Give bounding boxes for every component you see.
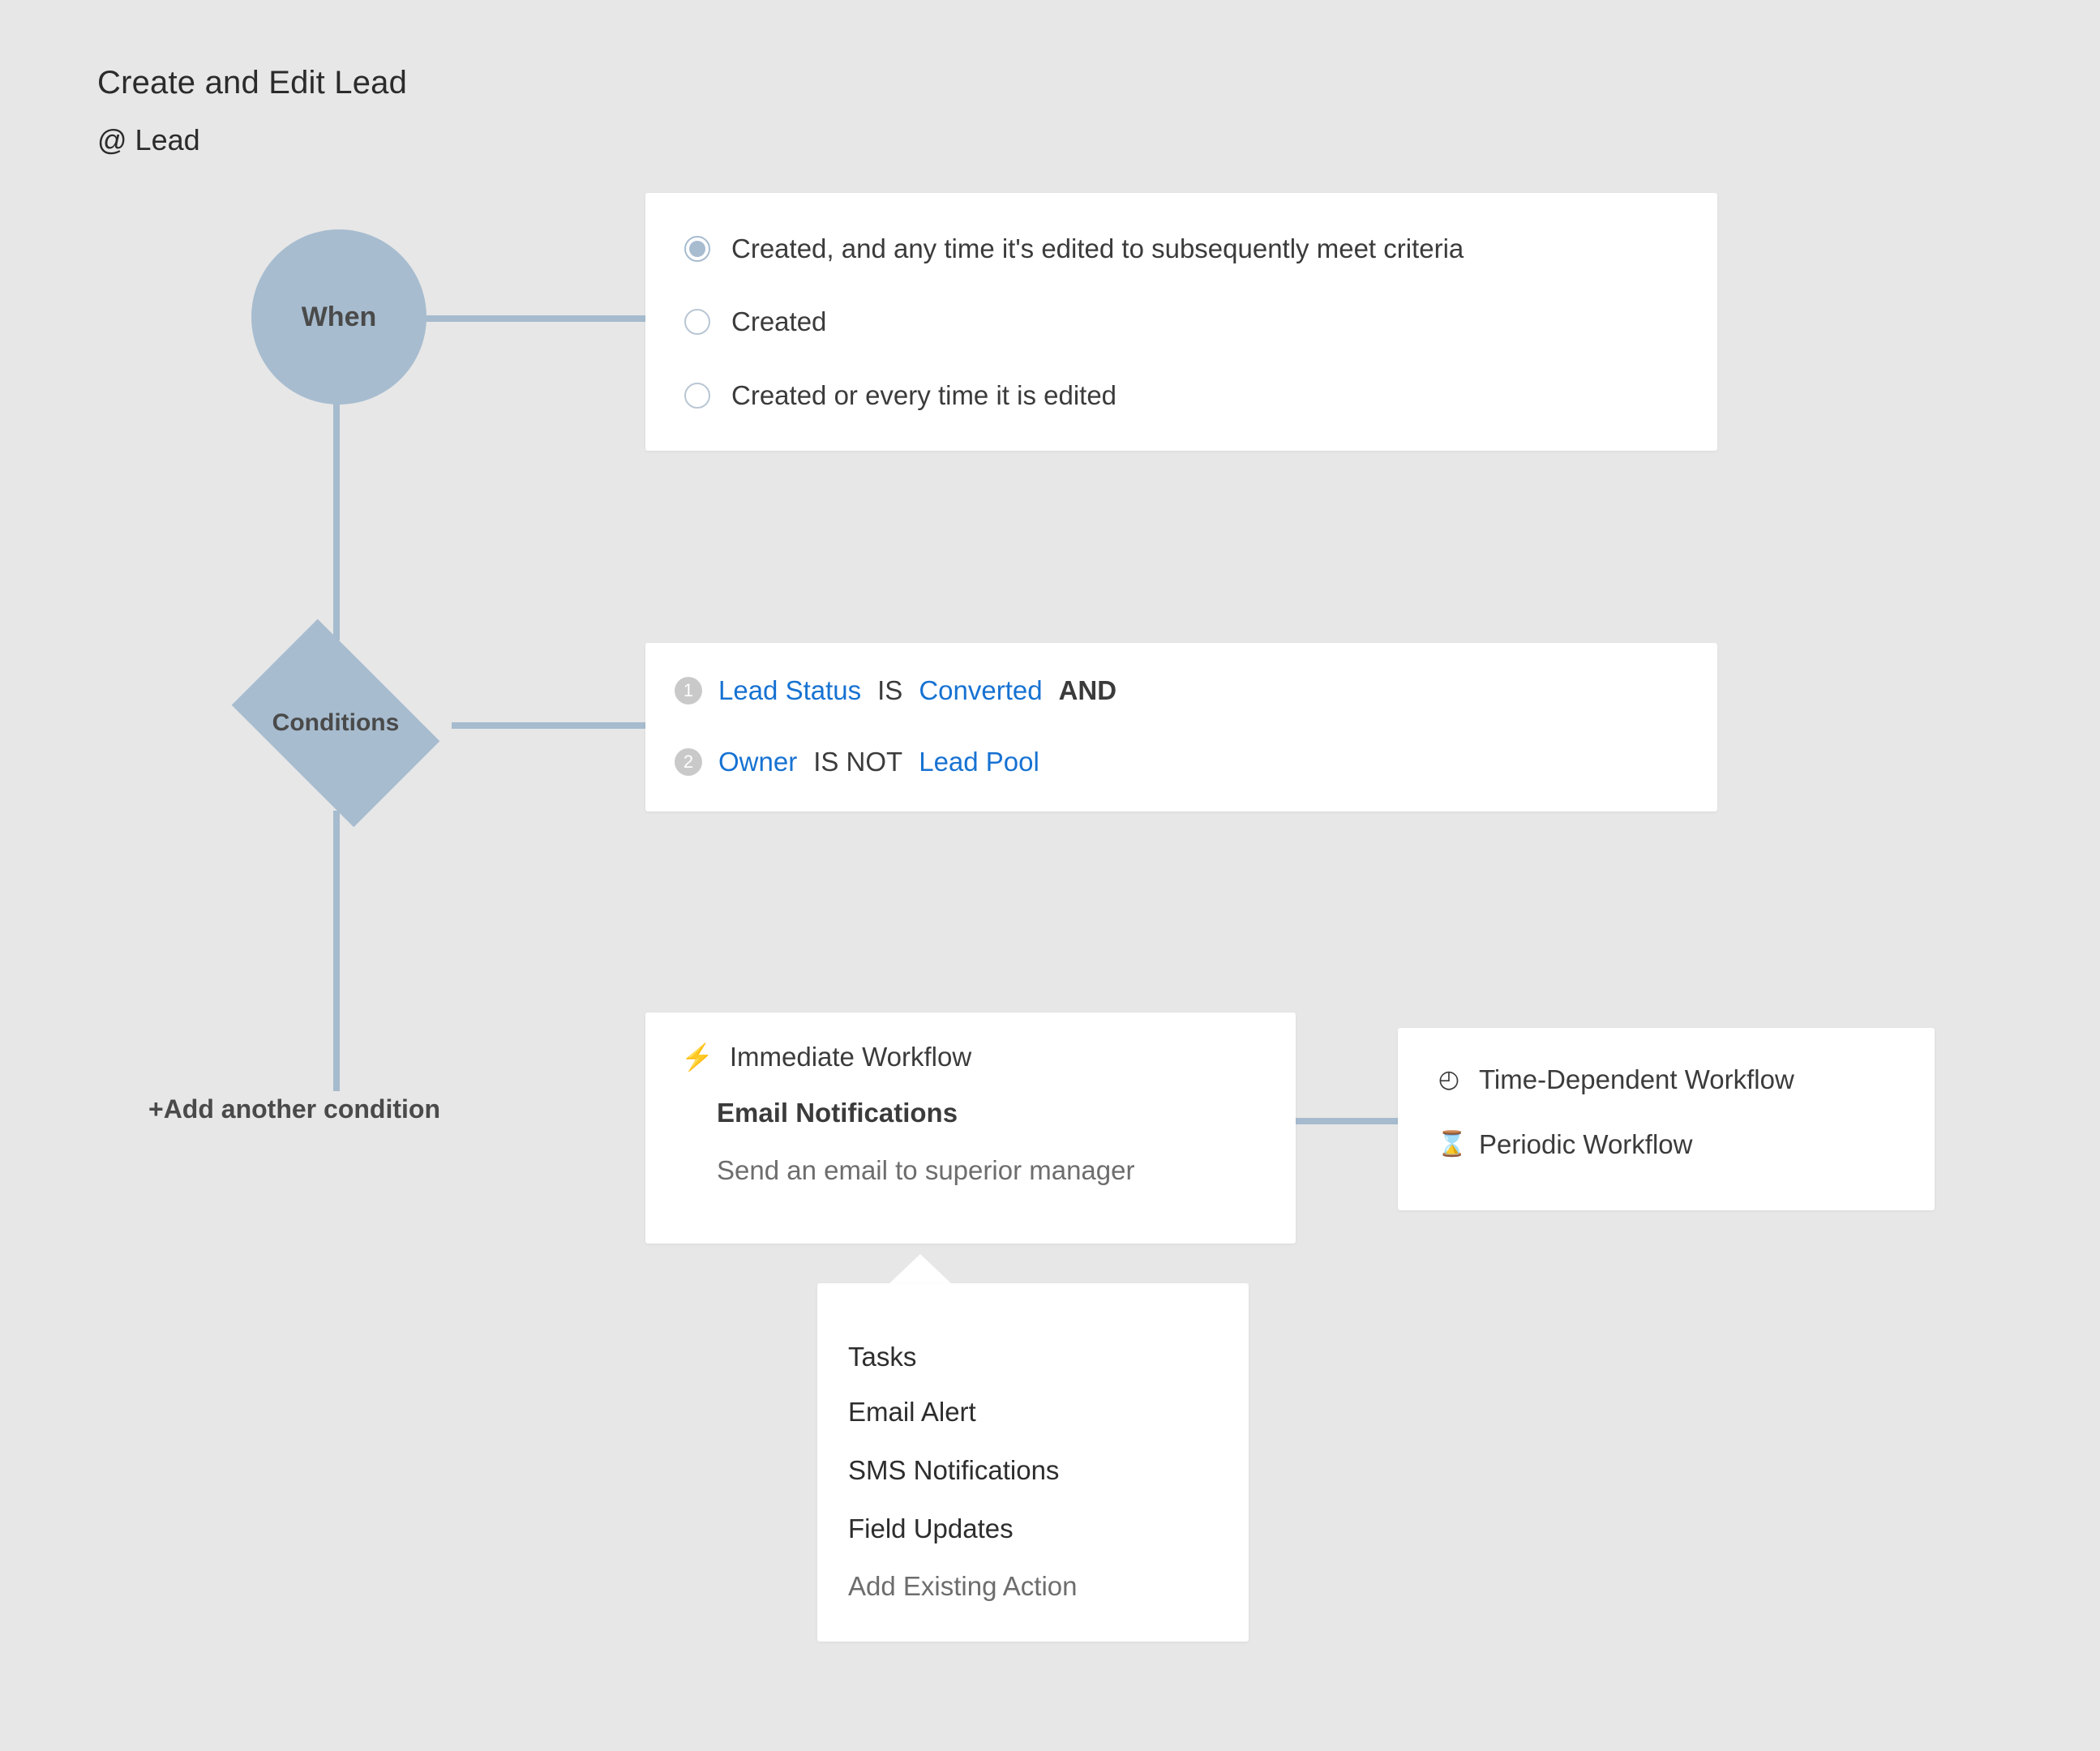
- immediate-workflow-heading: ⚡ Immediate Workflow: [681, 1042, 971, 1072]
- node-conditions[interactable]: Conditions: [217, 619, 454, 828]
- action-type-menu: Tasks Email Alert SMS Notifications Fiel…: [817, 1283, 1249, 1642]
- menu-item-email-alert[interactable]: Email Alert: [848, 1397, 976, 1427]
- condition-number-badge: 1: [675, 677, 702, 704]
- condition-operator[interactable]: IS: [877, 675, 903, 705]
- condition-number-badge: 2: [675, 748, 702, 776]
- lightning-bolt-icon: ⚡: [681, 1042, 714, 1072]
- condition-value[interactable]: Lead Pool: [919, 747, 1039, 777]
- node-when[interactable]: When: [251, 229, 426, 405]
- time-dependent-workflow-label: Time-Dependent Workflow: [1479, 1064, 1794, 1094]
- connector-immediate-to-timing: [1296, 1118, 1398, 1124]
- periodic-workflow-item[interactable]: ⌛ Periodic Workflow: [1437, 1129, 1692, 1160]
- page-subtitle-module: @ Lead: [97, 123, 200, 156]
- condition-field[interactable]: Lead Status: [718, 675, 862, 705]
- condition-row[interactable]: 2 Owner IS NOT Lead Pool: [675, 747, 1039, 777]
- menu-item-tasks[interactable]: Tasks: [848, 1342, 917, 1372]
- radio-option-created-or-edited[interactable]: Created or every time it is edited: [684, 380, 1116, 411]
- menu-pointer-arrow: [888, 1254, 953, 1285]
- immediate-workflow-label: Immediate Workflow: [729, 1042, 972, 1072]
- menu-item-field-updates[interactable]: Field Updates: [848, 1513, 1014, 1543]
- radio-button-icon[interactable]: [684, 236, 710, 262]
- clock-icon: ◴: [1438, 1066, 1460, 1093]
- action-title[interactable]: Email Notifications: [717, 1098, 958, 1128]
- radio-option-label: Created or every time it is edited: [731, 380, 1117, 410]
- condition-field[interactable]: Owner: [718, 747, 798, 777]
- node-when-label: When: [301, 301, 377, 332]
- radio-button-icon[interactable]: [684, 309, 710, 335]
- connector-conditions-to-add-condition: [333, 811, 340, 1091]
- connector-when-to-trigger-card: [422, 315, 650, 322]
- radio-option-created[interactable]: Created: [684, 306, 826, 337]
- conditions-card: 1 Lead Status IS Converted AND 2 Owner I…: [645, 643, 1717, 811]
- condition-row[interactable]: 1 Lead Status IS Converted AND: [675, 675, 1116, 706]
- connector-when-to-conditions: [333, 401, 340, 640]
- condition-value[interactable]: Converted: [919, 675, 1043, 705]
- hourglass-icon: ⌛: [1437, 1131, 1468, 1158]
- timing-workflow-card: ◴ Time-Dependent Workflow ⌛ Periodic Wor…: [1398, 1028, 1935, 1210]
- page-title: Create and Edit Lead: [97, 65, 408, 101]
- radio-option-label: Created, and any time it's edited to sub…: [731, 233, 1464, 263]
- trigger-options-card: Created, and any time it's edited to sub…: [645, 193, 1717, 451]
- condition-conjunction: AND: [1058, 675, 1117, 705]
- time-dependent-workflow-item[interactable]: ◴ Time-Dependent Workflow: [1437, 1064, 1794, 1095]
- periodic-workflow-label: Periodic Workflow: [1479, 1129, 1693, 1159]
- action-description: Send an email to superior manager: [717, 1155, 1135, 1185]
- condition-operator[interactable]: IS NOT: [813, 747, 903, 777]
- menu-item-sms-notifications[interactable]: SMS Notifications: [848, 1455, 1060, 1485]
- immediate-workflow-card[interactable]: ⚡ Immediate Workflow Email Notifications…: [645, 1012, 1296, 1244]
- connector-conditions-to-criteria-card: [452, 722, 650, 729]
- node-conditions-label: Conditions: [272, 709, 400, 736]
- radio-button-icon[interactable]: [684, 383, 710, 409]
- radio-option-created-and-edited[interactable]: Created, and any time it's edited to sub…: [684, 233, 1464, 264]
- radio-option-label: Created: [731, 306, 827, 336]
- menu-item-add-existing-action[interactable]: Add Existing Action: [848, 1571, 1078, 1601]
- add-another-condition-button[interactable]: +Add another condition: [148, 1094, 440, 1124]
